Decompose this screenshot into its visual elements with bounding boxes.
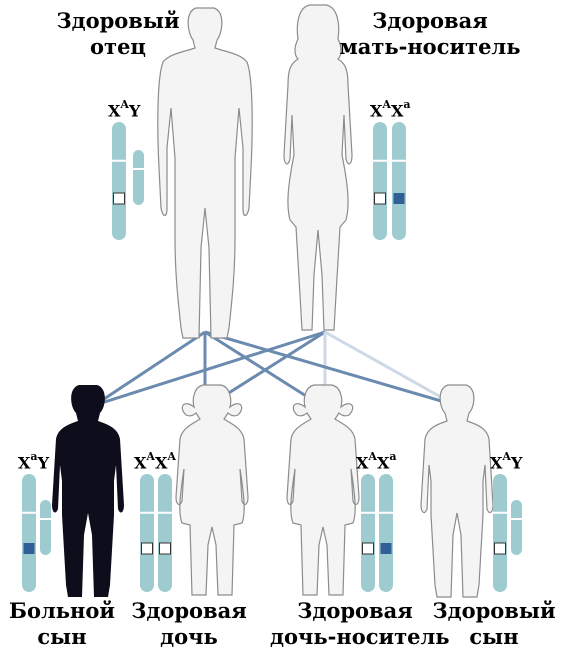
centromere <box>361 512 376 514</box>
allele-1: X <box>18 453 30 472</box>
centromere <box>392 160 407 162</box>
allele-1-sup: A <box>502 450 511 463</box>
allele-1: X <box>356 453 368 472</box>
normal-allele-band <box>375 193 386 204</box>
allele-2: Y <box>129 101 140 120</box>
chromosome <box>140 474 154 592</box>
allele-1: X <box>370 101 382 120</box>
healthy-son-label: Здоровый сын <box>428 598 560 650</box>
sick-son-figure <box>52 385 124 597</box>
healthy-daughter-label-line2: дочь <box>124 624 254 650</box>
allele-1-sup: A <box>382 98 391 111</box>
allele-1: X <box>108 101 120 120</box>
mutant-allele-band <box>394 193 405 204</box>
sick-son-genotype: XaY <box>18 452 49 472</box>
allele-1-sup: A <box>146 450 155 463</box>
allele-1: X <box>134 453 146 472</box>
chromosome <box>493 474 507 592</box>
father-label: Здоровый отец <box>48 8 188 60</box>
y-chromosome <box>511 500 522 555</box>
allele-2: Y <box>511 453 522 472</box>
chromosome <box>112 122 126 240</box>
allele-1: X <box>490 453 502 472</box>
allele-2: X <box>377 453 389 472</box>
allele-1-sup: a <box>30 450 37 463</box>
sick-son-label-line1: Больной <box>2 598 122 624</box>
y-chromosome <box>40 500 51 555</box>
y-chromosome <box>133 150 144 205</box>
healthy-son-label-line1: Здоровый <box>428 598 560 624</box>
allele-2: Y <box>38 453 49 472</box>
mother-label-line2: мать-носитель <box>330 34 530 60</box>
healthy-daughter-figure <box>176 385 248 595</box>
inheritance-line <box>95 332 205 405</box>
centromere <box>112 160 127 162</box>
healthy-daughter-genotype: XAXA <box>134 452 176 472</box>
normal-allele-band <box>363 543 374 554</box>
carrier-daughter-figure <box>287 385 359 595</box>
normal-allele-band <box>114 193 125 204</box>
father-label-line2: отец <box>48 34 188 60</box>
chromosome <box>392 122 406 240</box>
normal-allele-band <box>142 543 153 554</box>
allele-1-sup: A <box>120 98 129 111</box>
sick-son-label: Больной сын <box>2 598 122 650</box>
centromere <box>379 512 394 514</box>
chromosome <box>379 474 393 592</box>
centromere <box>140 512 155 514</box>
carrier-daughter-label-line2: дочь-носитель <box>270 624 440 650</box>
centromere <box>373 160 388 162</box>
chromosome <box>158 474 172 592</box>
healthy-son-genotype: XAY <box>490 452 522 472</box>
allele-2: X <box>391 101 403 120</box>
centromere <box>511 518 523 520</box>
centromere <box>133 168 145 170</box>
chromosome <box>22 474 36 592</box>
mother-label-line1: Здоровая <box>330 8 530 34</box>
carrier-daughter-genotype: XAXa <box>356 452 397 472</box>
centromere <box>22 512 37 514</box>
mutant-allele-band <box>381 543 392 554</box>
chromosome <box>373 122 387 240</box>
chromosome <box>361 474 375 592</box>
normal-allele-band <box>160 543 171 554</box>
carrier-daughter-label-line1: Здоровая <box>270 598 440 624</box>
allele-2-sup: a <box>389 450 396 463</box>
mutant-allele-band <box>24 543 35 554</box>
father-label-line1: Здоровый <box>48 8 188 34</box>
healthy-son-label-line2: сын <box>428 624 560 650</box>
centromere <box>40 518 52 520</box>
inheritance-line <box>325 332 455 405</box>
healthy-daughter-label: Здоровая дочь <box>124 598 254 650</box>
centromere <box>158 512 173 514</box>
inheritance-lines <box>95 332 455 408</box>
father-genotype: XAY <box>108 100 140 120</box>
centromere <box>493 512 508 514</box>
allele-2-sup: a <box>403 98 410 111</box>
normal-allele-band <box>495 543 506 554</box>
mother-label: Здоровая мать-носитель <box>330 8 530 60</box>
mother-genotype: XAXa <box>370 100 411 120</box>
healthy-son-figure <box>421 385 493 597</box>
allele-2-sup: A <box>167 450 176 463</box>
allele-1-sup: A <box>368 450 377 463</box>
carrier-daughter-label: Здоровая дочь-носитель <box>270 598 440 650</box>
allele-2: X <box>155 453 167 472</box>
sick-son-label-line2: сын <box>2 624 122 650</box>
healthy-daughter-label-line1: Здоровая <box>124 598 254 624</box>
